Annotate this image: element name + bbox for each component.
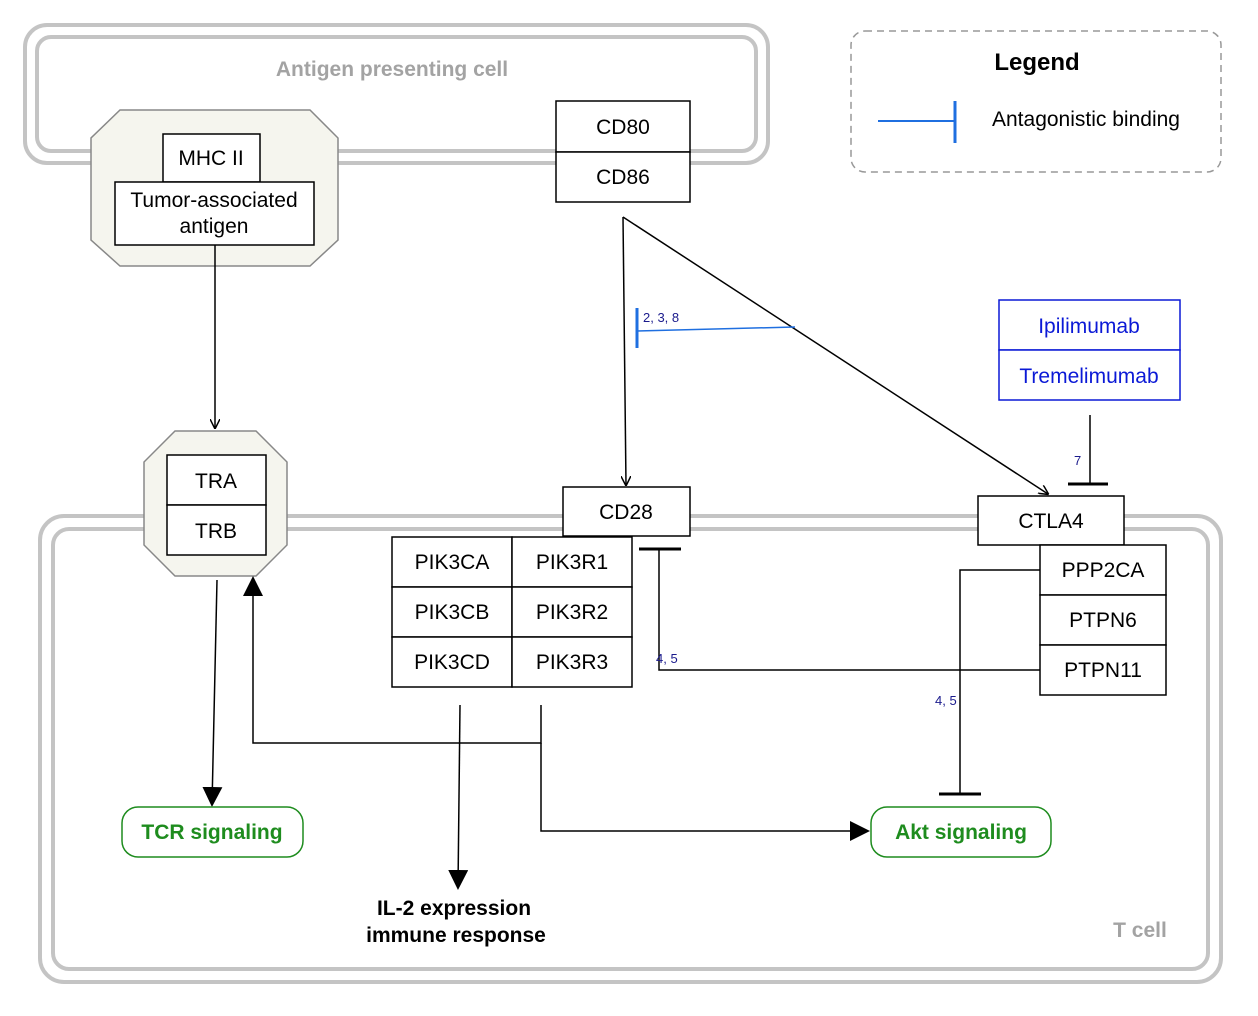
node-pik3r2[interactable]: PIK3R2 — [511, 586, 633, 638]
node-pik3ca[interactable]: PIK3CA — [391, 536, 513, 588]
edge-label-drug-ctla4: 7 — [1074, 453, 1081, 468]
node-ipilimumab[interactable]: Ipilimumab — [998, 299, 1181, 351]
edge-label-ppp2ca-akt: 4, 5 — [935, 693, 957, 708]
svg-text:PTPN6: PTPN6 — [1069, 609, 1137, 632]
outcome-akt-signaling[interactable]: Akt signaling — [870, 806, 1052, 858]
node-cd80[interactable]: CD80 — [555, 100, 691, 153]
legend-title: Legend — [994, 49, 1079, 76]
svg-text:Tremelimumab: Tremelimumab — [1019, 365, 1158, 388]
svg-text:PIK3CB: PIK3CB — [415, 601, 490, 624]
node-pik3cb[interactable]: PIK3CB — [391, 586, 513, 638]
svg-text:CD28: CD28 — [599, 501, 653, 524]
node-pik3r1[interactable]: PIK3R1 — [511, 536, 633, 588]
edge-cd86-cd28 — [623, 216, 626, 485]
svg-text:Ipilimumab: Ipilimumab — [1038, 315, 1140, 338]
svg-text:PIK3CA: PIK3CA — [415, 551, 490, 574]
node-ctla4[interactable]: CTLA4 — [977, 495, 1125, 546]
svg-text:PIK3CD: PIK3CD — [414, 651, 490, 674]
svg-text:CD80: CD80 — [596, 116, 650, 139]
edge-trb-tcr — [202, 579, 223, 807]
svg-text:immune response: immune response — [366, 924, 546, 947]
node-pik3cd[interactable]: PIK3CD — [391, 636, 513, 688]
node-pik3r3[interactable]: PIK3R3 — [511, 636, 633, 688]
edge-cd86-ctla4 — [622, 216, 1048, 494]
legend-antagonist-label: Antagonistic binding — [992, 108, 1180, 131]
node-tra[interactable]: TRA — [166, 454, 267, 506]
svg-text:PIK3R2: PIK3R2 — [536, 601, 608, 624]
edge-label-ptpn-cd28: 4, 5 — [656, 651, 678, 666]
svg-text:TRA: TRA — [195, 470, 237, 493]
edge-pi3k-trb — [243, 576, 542, 744]
edge-ptpn-cd28 — [658, 550, 1040, 671]
svg-text:PTPN11: PTPN11 — [1064, 659, 1142, 682]
outcome-tcr-signaling[interactable]: TCR signaling — [121, 806, 304, 858]
node-ptpn6[interactable]: PTPN6 — [1039, 594, 1167, 646]
edge-label-cd80-cd28: 2, 3, 8 — [643, 310, 679, 325]
svg-text:CD86: CD86 — [596, 166, 650, 189]
tcell-label: T cell — [1113, 919, 1167, 942]
svg-text:TRB: TRB — [195, 520, 237, 543]
svg-text:antigen: antigen — [180, 215, 249, 238]
edge-ppp2ca-akt — [959, 569, 1040, 793]
node-cd86[interactable]: CD86 — [555, 151, 691, 203]
apc-membrane — [23, 23, 770, 165]
node-cd28[interactable]: CD28 — [562, 486, 691, 537]
node-ptpn11[interactable]: PTPN11 — [1039, 644, 1167, 696]
svg-text:MHC II: MHC II — [178, 147, 243, 170]
svg-text:PPP2CA: PPP2CA — [1062, 559, 1145, 582]
node-trb[interactable]: TRB — [166, 504, 267, 556]
node-ppp2ca[interactable]: PPP2CA — [1039, 544, 1167, 596]
edge-pi3k-akt — [540, 743, 870, 841]
svg-text:TCR signaling: TCR signaling — [141, 821, 282, 844]
svg-text:PIK3R3: PIK3R3 — [536, 651, 608, 674]
apc-label: Antigen presenting cell — [276, 58, 508, 81]
svg-text:CTLA4: CTLA4 — [1018, 510, 1084, 533]
outcome-il2-expression[interactable]: IL-2 expression immune response — [366, 897, 546, 947]
svg-text:Tumor-associated: Tumor-associated — [130, 189, 297, 212]
node-mhc2[interactable]: MHC II — [162, 133, 261, 183]
node-tumor-antigen[interactable]: Tumor-associated antigen — [114, 181, 315, 246]
edge-antagonist — [636, 326, 796, 332]
node-tremelimumab[interactable]: Tremelimumab — [998, 349, 1181, 401]
legend: Legend Antagonistic binding — [850, 30, 1222, 173]
svg-text:PIK3R1: PIK3R1 — [536, 551, 608, 574]
edge-pi3k-il2 — [448, 704, 469, 890]
svg-text:Akt signaling: Akt signaling — [895, 821, 1027, 844]
svg-text:IL-2 expression: IL-2 expression — [377, 897, 531, 920]
